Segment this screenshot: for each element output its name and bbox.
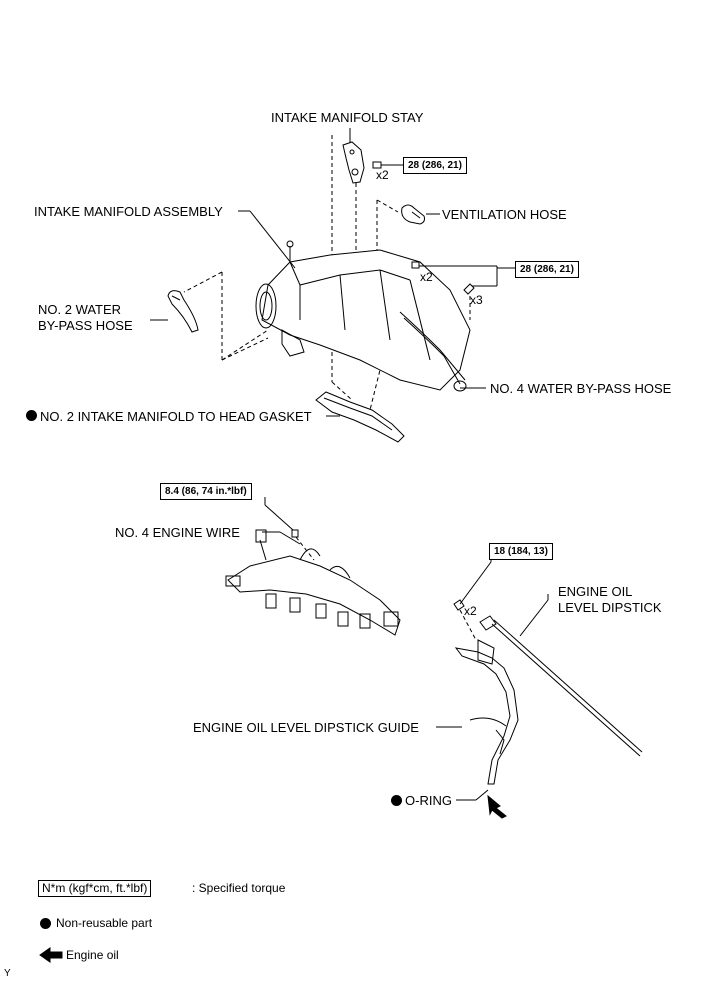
label-engine-oil-level-dipstick-guide: ENGINE OIL LEVEL DIPSTICK GUIDE xyxy=(193,720,419,735)
label-no2-water-bypass-hose-line1: NO. 2 WATER xyxy=(38,302,122,317)
manifold-bolt xyxy=(463,283,497,295)
label-no4-water-bypass-hose: NO. 4 WATER BY-PASS HOSE xyxy=(490,381,672,396)
torque-box-dipstick-guide-bolt: 18 (184, 13) xyxy=(489,543,553,560)
torque-box-stay-bolt: 28 (286, 21) xyxy=(403,157,467,174)
label-intake-manifold-assembly: INTAKE MANIFOLD ASSEMBLY xyxy=(34,204,223,219)
label-no2-intake-manifold-gasket: NO. 2 INTAKE MANIFOLD TO HEAD GASKET xyxy=(40,409,312,424)
legend-torque-desc: : Specified torque xyxy=(192,881,286,895)
engine-oil-level-dipstick-guide-part xyxy=(454,639,519,785)
legend-non-reusable: Non-reusable part xyxy=(56,916,153,930)
qty-manifold-bolt: x3 xyxy=(470,293,483,307)
intake-manifold-assembly-part xyxy=(255,240,471,392)
torque-box-manifold-bolt: 28 (286, 21) xyxy=(515,261,579,278)
no2-intake-manifold-gasket-part xyxy=(315,391,405,443)
engine-oil-level-dipstick-part xyxy=(479,615,643,757)
label-no4-engine-wire: NO. 4 ENGINE WIRE xyxy=(115,525,240,540)
dipstick-guide-bolt xyxy=(453,599,465,611)
label-ventilation-hose: VENTILATION HOSE xyxy=(442,207,567,222)
stay-bolt xyxy=(372,161,396,169)
footer-code: Y xyxy=(4,968,11,979)
legend-non-reusable-dot-icon xyxy=(40,918,51,929)
qty-stay-bolt: x2 xyxy=(376,168,389,182)
no4-engine-wire-part xyxy=(225,529,401,636)
intake-manifold-stay-part xyxy=(342,141,365,184)
ventilation-hose-part xyxy=(401,204,425,225)
label-engine-oil-level-dipstick-line2: LEVEL DIPSTICK xyxy=(558,600,662,615)
qty-manifold-nut: x2 xyxy=(420,270,433,284)
engine-oil-arrow-icon xyxy=(487,794,507,819)
legend-engine-oil-arrow-icon xyxy=(39,947,63,963)
torque-box-engine-wire-bolt: 8.4 (86, 74 in.*lbf) xyxy=(160,483,252,500)
label-o-ring: O-RING xyxy=(405,793,452,808)
non-reusable-dot-icon xyxy=(26,410,37,421)
label-intake-manifold-stay: INTAKE MANIFOLD STAY xyxy=(271,110,424,125)
non-reusable-dot-icon xyxy=(391,795,402,806)
no2-water-bypass-hose-part xyxy=(167,290,199,333)
engine-wire-bolt xyxy=(291,529,299,538)
legend-engine-oil: Engine oil xyxy=(66,948,119,962)
legend-torque-box: N*m (kgf*cm, ft.*lbf) xyxy=(38,880,152,897)
label-no2-water-bypass-hose-line2: BY-PASS HOSE xyxy=(38,318,133,333)
qty-dipstick-guide-bolt: x2 xyxy=(464,604,477,618)
label-engine-oil-level-dipstick-line1: ENGINE OIL xyxy=(558,584,633,599)
manifold-nut xyxy=(411,261,497,269)
